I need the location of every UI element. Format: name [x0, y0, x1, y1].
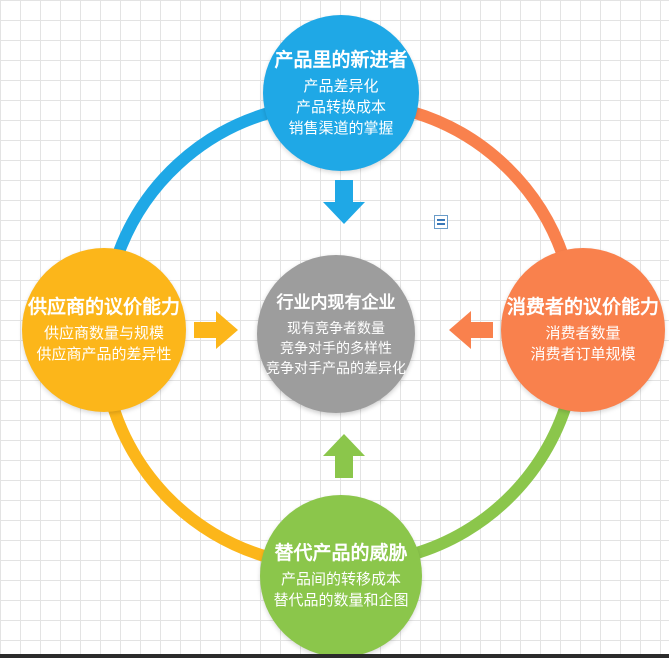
ring-arc-bottom-left — [102, 383, 274, 563]
supplier-power-point: 供应商产品的差异性 — [36, 346, 172, 363]
industry-rivalry-circle: 行业内现有企业 现有竞争者数量 竞争对手的多样性 竞争对手产品的差异化 — [257, 255, 415, 413]
substitutes-point: 替代品的数量和企图 — [273, 592, 409, 609]
new-entrants-title: 产品里的新进者 — [274, 49, 408, 71]
industry-rivalry-point: 竞争对手产品的差异化 — [266, 360, 406, 376]
new-entrants-point: 产品差异化 — [303, 77, 379, 95]
industry-rivalry-title: 行业内现有企业 — [276, 293, 396, 312]
industry-rivalry-point: 现有竞争者数量 — [287, 320, 385, 336]
supplier-power-title: 供应商的议价能力 — [27, 297, 180, 318]
buyer-power-circle: 消费者的议价能力 消费者数量 消费者订单规模 — [501, 248, 665, 412]
supplier-power-point: 供应商数量与规模 — [43, 325, 164, 342]
substitutes-title: 替代产品的威胁 — [274, 543, 408, 564]
arrow-down-icon — [323, 180, 365, 224]
ring-arc-top-left — [113, 106, 276, 258]
new-entrants-point: 销售渠道的掌握 — [288, 119, 394, 137]
arrow-right-icon — [194, 311, 238, 349]
buyer-power-point: 消费者数量 — [545, 325, 621, 342]
window-bottom-edge — [0, 654, 669, 658]
substitutes-point: 产品间的转移成本 — [280, 571, 401, 588]
layout-options-handle-icon[interactable] — [434, 215, 448, 229]
supplier-power-circle: 供应商的议价能力 供应商数量与规模 供应商产品的差异性 — [22, 248, 186, 412]
arrow-up-icon — [323, 434, 365, 478]
ring-arc-bottom-right — [406, 387, 576, 561]
new-entrants-circle: 产品里的新进者 产品差异化 产品转换成本 销售渠道的掌握 — [263, 15, 419, 171]
industry-rivalry-point: 竞争对手的多样性 — [280, 340, 392, 356]
arrow-left-icon — [449, 311, 493, 349]
ring-arc-top-right — [404, 105, 572, 269]
substitutes-circle: 替代产品的威胁 产品间的转移成本 替代品的数量和企图 — [260, 495, 422, 657]
new-entrants-point: 产品转换成本 — [295, 98, 386, 116]
buyer-power-title: 消费者的议价能力 — [506, 297, 659, 318]
buyer-power-point: 消费者订单规模 — [530, 346, 636, 363]
